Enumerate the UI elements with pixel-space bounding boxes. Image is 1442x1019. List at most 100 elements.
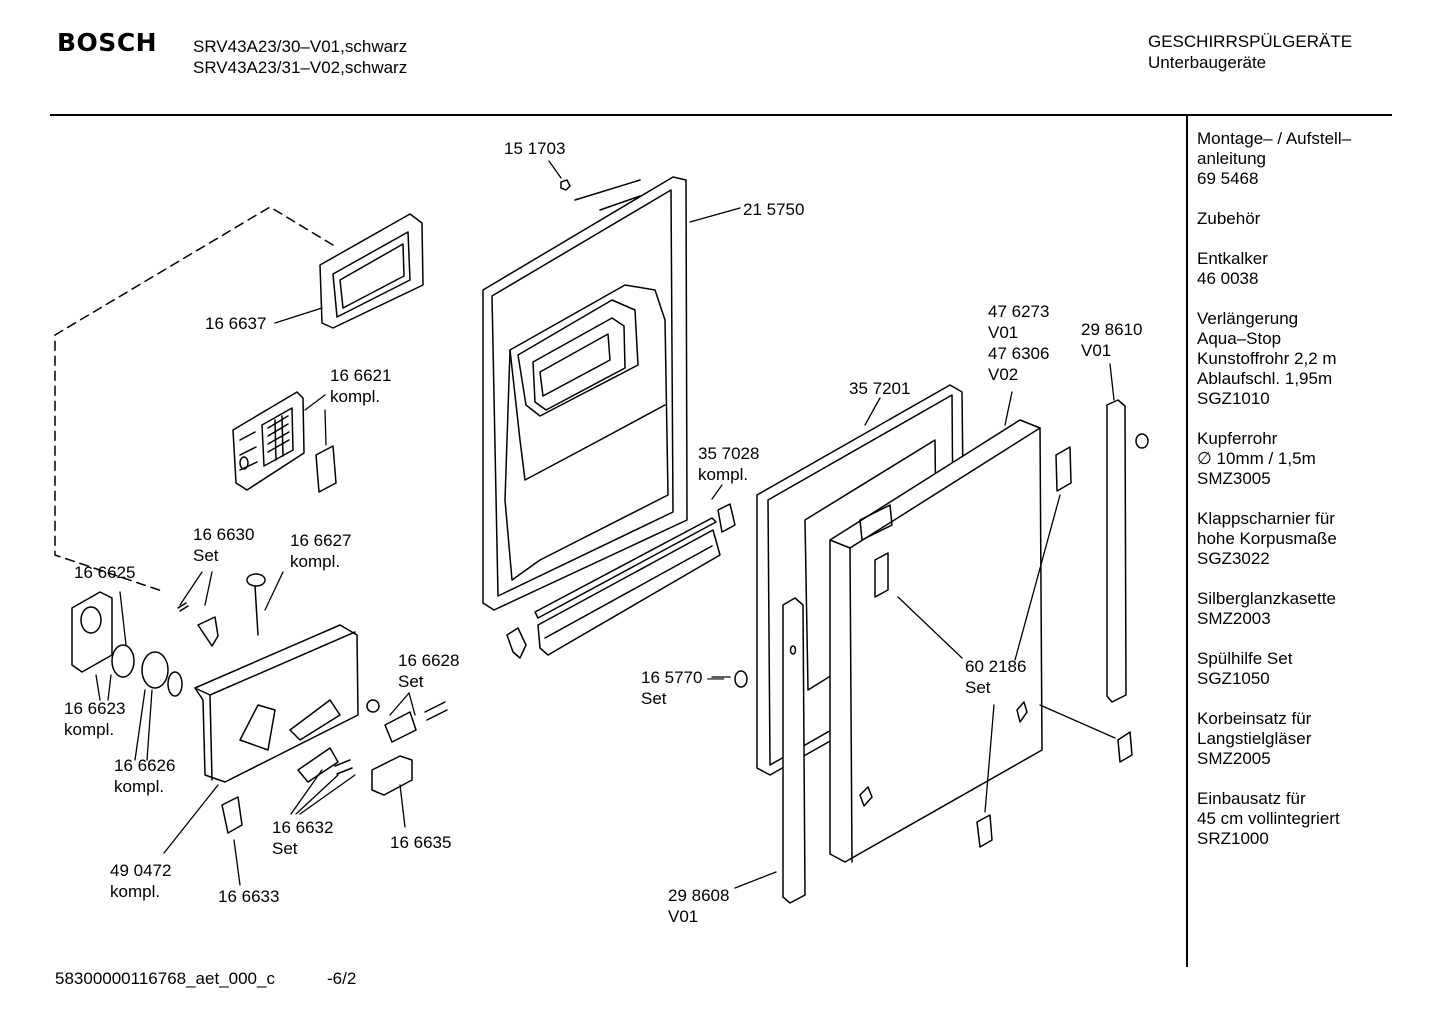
accessory-line: Entkalker bbox=[1197, 249, 1268, 268]
spring-166632 bbox=[334, 759, 353, 775]
callout-166623: 16 6623 kompl. bbox=[64, 699, 126, 739]
ball-166628 bbox=[366, 699, 380, 713]
accessory-line: 45 cm vollintegriert bbox=[1197, 809, 1340, 828]
model-line-2: SRV43A23/31–V02,schwarz bbox=[193, 58, 408, 77]
gasket-frame-part bbox=[319, 213, 424, 329]
side-rail-left bbox=[782, 597, 806, 904]
callout-357201: 35 7201 bbox=[849, 379, 911, 398]
callout-166632: 16 6632 Set bbox=[272, 818, 334, 858]
callout-357028: 35 7028 kompl. bbox=[698, 444, 760, 484]
callout-215750: 21 5750 bbox=[743, 200, 805, 219]
grille-insert-part bbox=[232, 391, 305, 491]
dispenser-housing bbox=[194, 624, 359, 783]
callout-166633: 16 6633 bbox=[218, 887, 280, 906]
accessory-line: Spülhilfe Set bbox=[1197, 649, 1293, 668]
callout-490472: 49 0472 kompl. bbox=[110, 861, 172, 901]
screw-15-1703 bbox=[560, 179, 571, 191]
decor-panel bbox=[829, 419, 1072, 863]
accessory-line: 46 0038 bbox=[1197, 269, 1259, 288]
accessory-line: Ablaufschl. 1,95m bbox=[1197, 369, 1333, 388]
accessory-line: 69 5468 bbox=[1197, 169, 1259, 188]
hinge-bracket-lower bbox=[976, 814, 993, 848]
spring-166628 bbox=[424, 701, 448, 721]
accessory-line: Korbeinsatz für bbox=[1197, 709, 1312, 728]
brand-logo: BOSCH bbox=[57, 28, 158, 57]
accessory-line: Langstielgläser bbox=[1197, 729, 1312, 748]
accessory-line: anleitung bbox=[1197, 149, 1267, 168]
clip-166633 bbox=[221, 796, 243, 834]
plug-165770 bbox=[734, 670, 748, 688]
accessory-line: Einbausatz für bbox=[1197, 789, 1306, 808]
accessory-item: Zubehör bbox=[1197, 209, 1387, 229]
connector-166626 bbox=[141, 651, 169, 689]
accessory-line: SMZ3005 bbox=[1197, 469, 1271, 488]
lever-166628 bbox=[384, 711, 417, 743]
accessory-line: SGZ1050 bbox=[1197, 669, 1270, 688]
accessory-line: Klappscharnier für bbox=[1197, 509, 1335, 528]
callout-166637: 16 6637 bbox=[205, 314, 267, 333]
callout-476273: 47 6273 V01 47 6306 V02 bbox=[988, 302, 1050, 384]
cover-plate-part bbox=[71, 591, 113, 673]
model-line-1: SRV43A23/30–V01,schwarz bbox=[193, 37, 408, 56]
callout-151703: 15 1703 bbox=[504, 139, 566, 158]
callout-166630: 16 6630 Set bbox=[193, 525, 255, 565]
callout-298610: 29 8610 V01 bbox=[1081, 320, 1143, 360]
callout-298608: 29 8608 V01 bbox=[668, 886, 730, 926]
accessory-line: SRZ1000 bbox=[1197, 829, 1269, 848]
leader-lines bbox=[95, 160, 1116, 889]
bracket-357028 bbox=[717, 503, 736, 533]
accessory-line: Verlängerung bbox=[1197, 309, 1299, 328]
pin-166627 bbox=[254, 585, 259, 636]
callout-166627: 16 6627 kompl. bbox=[290, 531, 352, 571]
accessory-line: Kunstoffrohr 2,2 m bbox=[1197, 349, 1337, 368]
category-line-2: Unterbaugeräte bbox=[1148, 53, 1267, 72]
o-ring bbox=[167, 671, 183, 697]
callout-602186: 60 2186 Set bbox=[965, 657, 1027, 697]
exploded-parts-drawing bbox=[54, 160, 1149, 904]
dashed-guide-line bbox=[54, 206, 334, 593]
callout-166625: 16 6625 bbox=[74, 563, 136, 582]
accessory-line: SMZ2003 bbox=[1197, 609, 1271, 628]
category-line-1: GESCHIRRSPÜLGERÄTE bbox=[1148, 32, 1353, 51]
hinge-bracket-right bbox=[1117, 731, 1133, 763]
bottom-trim-strips bbox=[534, 517, 721, 656]
accessory-line: ∅ 10mm / 1,5m bbox=[1197, 449, 1316, 468]
accessory-line: SGZ3022 bbox=[1197, 549, 1270, 568]
side-rail-right bbox=[1106, 399, 1127, 703]
accessory-line: SMZ2005 bbox=[1197, 749, 1271, 768]
callout-166621: 16 6621 kompl. bbox=[330, 366, 392, 406]
cover-plate-port bbox=[80, 606, 102, 634]
page-number: -6/2 bbox=[327, 969, 357, 988]
seal-ring-166623 bbox=[111, 644, 135, 678]
accessory-line: SGZ1010 bbox=[1197, 389, 1270, 408]
accessory-line: Montage– / Aufstell– bbox=[1197, 129, 1352, 148]
document-id: 58300000116768_aet_000_c bbox=[55, 969, 275, 988]
accessory-line: hohe Korpusmaße bbox=[1197, 529, 1337, 548]
lever-166630 bbox=[197, 616, 219, 647]
magnet-166635 bbox=[371, 755, 413, 796]
header-rule bbox=[50, 114, 1392, 116]
accessory-line: Kupferrohr bbox=[1197, 429, 1278, 448]
inner-door-panel bbox=[482, 176, 688, 611]
accessory-line: Aqua–Stop bbox=[1197, 329, 1282, 348]
callout-165770: 16 5770 — Set bbox=[641, 668, 725, 708]
callout-166628: 16 6628 Set bbox=[398, 651, 460, 691]
rail-hole-left bbox=[789, 645, 797, 655]
accessory-line: Zubehör bbox=[1197, 209, 1261, 228]
actuator-166632 bbox=[297, 747, 339, 783]
accessory-line: Silberglanzkasette bbox=[1197, 589, 1336, 608]
cap-166627 bbox=[246, 573, 266, 587]
clip-left bbox=[506, 627, 527, 659]
callout-166626: 16 6626 kompl. bbox=[114, 756, 176, 796]
knob-right bbox=[1135, 433, 1149, 449]
